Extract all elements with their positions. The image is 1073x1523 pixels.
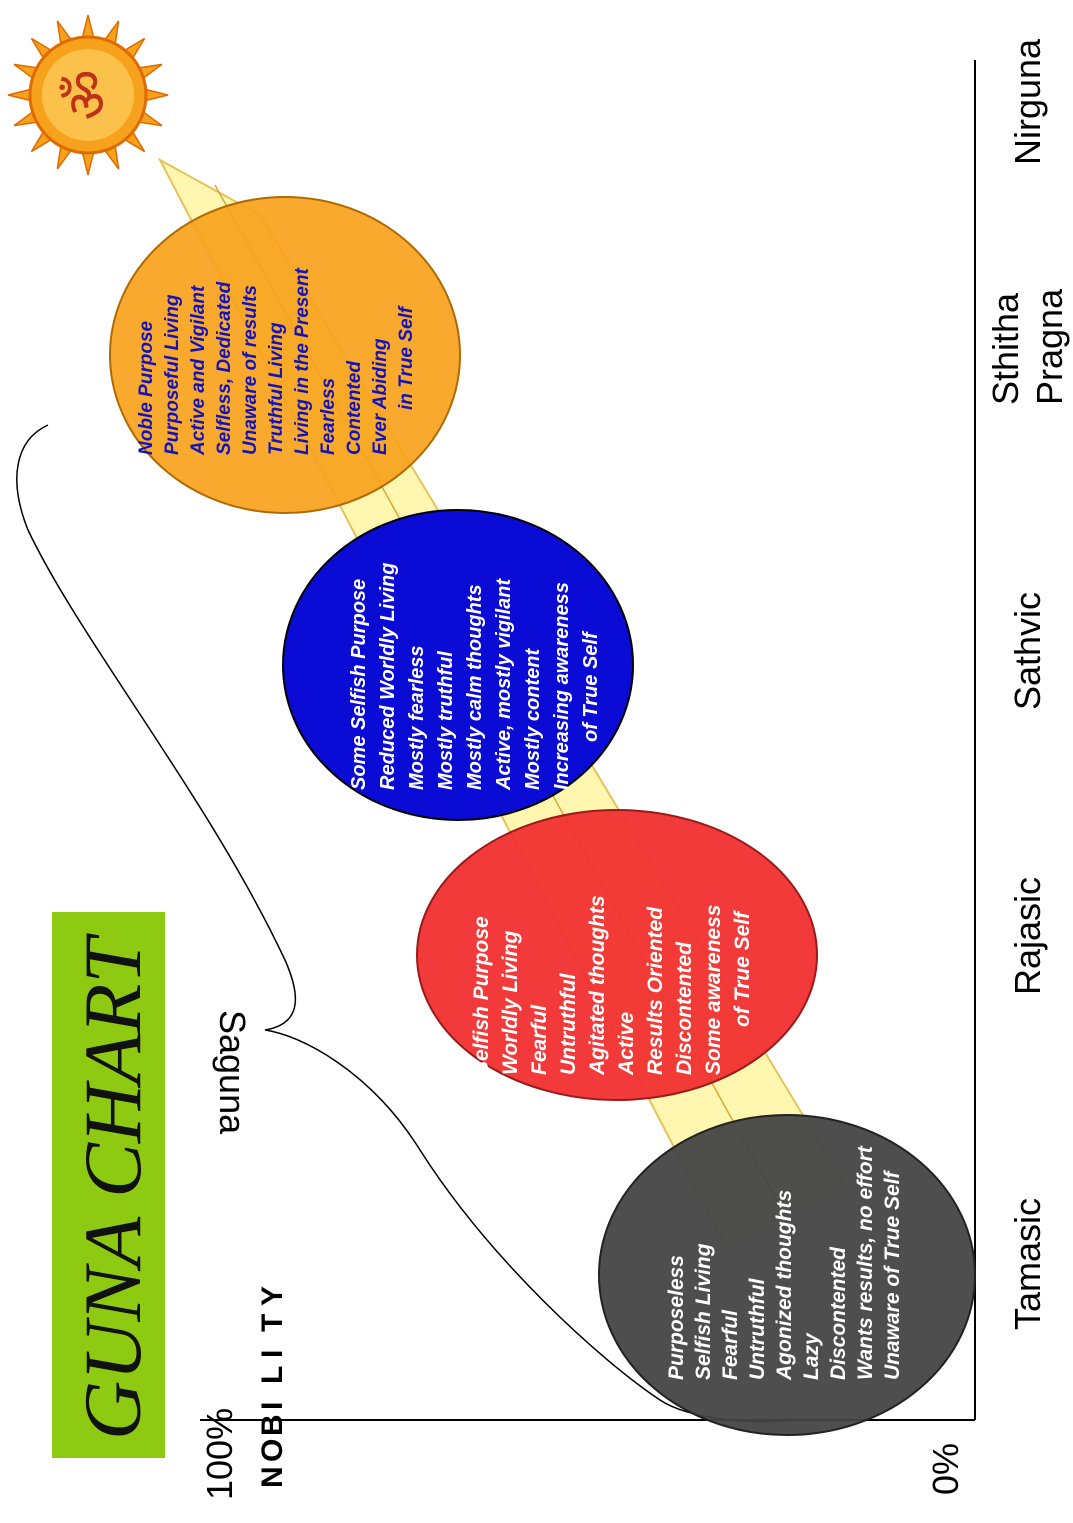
trait-line: Selfless, Dedicated: [214, 281, 235, 455]
trait-line: Lazy: [800, 1332, 823, 1380]
trait-line: Some awareness: [702, 905, 725, 1075]
trait-line: Agitated thoughts: [586, 895, 609, 1076]
y-axis-min-label: 0%: [925, 1443, 966, 1495]
om-symbol: ॐ: [56, 69, 121, 120]
trait-line: Discontented: [673, 941, 696, 1075]
stage-label-sthitha: Sthitha: [985, 292, 1026, 405]
stage-label-sathvic: Sathvic: [1007, 592, 1048, 710]
trait-line: Noble Purpose: [136, 320, 157, 455]
trait-line: Active and Vigilant: [188, 285, 209, 456]
stage-label-tamasic: Tamasic: [1007, 1198, 1048, 1330]
trait-line: Reduced Worldly Living: [377, 563, 399, 790]
trait-line: Fearful: [719, 1309, 742, 1380]
trait-line: Purposeless: [665, 1255, 688, 1380]
trait-line: Purposeful Living: [162, 294, 183, 455]
saguna-label: Saguna: [212, 1010, 253, 1135]
trait-line: Contented: [344, 361, 365, 455]
trait-line: Agonized thoughts: [773, 1190, 796, 1381]
trait-line: Unaware of results: [240, 285, 261, 455]
sathvic-circle: Some Selfish Purpose Reduced Worldly Livi…: [282, 509, 634, 821]
trait-line: Fearless: [318, 378, 339, 455]
x-axis-labels: Tamasic Rajasic Sathvic Sthitha Pragna N…: [985, 38, 1070, 1330]
trait-line: Active: [615, 1012, 638, 1076]
trait-line: Worldly Living: [499, 931, 522, 1075]
trait-line: Discontented: [827, 1246, 850, 1380]
trait-line: Selfish Living: [692, 1243, 715, 1380]
trait-line: Untruthful: [746, 1277, 769, 1380]
trait-line: Unaware of True Self: [881, 1169, 904, 1380]
trait-line: Living in the Present: [292, 267, 313, 455]
y-axis-title: NOBILITY: [256, 1286, 289, 1488]
om-sun-icon: ॐ: [7, 14, 169, 176]
y-axis: 100% 0% NOBILITY: [199, 1286, 966, 1500]
stage-label-rajasic: Rajasic: [1007, 877, 1048, 995]
trait-line: of True Self: [580, 630, 602, 742]
trait-line: Increasing awareness: [551, 582, 573, 790]
stage-label-pragna: Pragna: [1029, 288, 1070, 405]
saguna-brace: [16, 424, 791, 1423]
title-background: [52, 912, 165, 1458]
trait-line: Active, mostly vigilant: [493, 577, 515, 791]
trait-line: in True Self: [396, 305, 417, 410]
trait-line: Selfish Purpose: [470, 916, 493, 1075]
trait-line: of True Self: [731, 910, 754, 1027]
trait-line: Ever Abiding: [370, 338, 391, 455]
trait-line: Mostly fearless: [406, 645, 428, 790]
trait-line: Mostly content: [522, 648, 544, 790]
trait-line: Truthful Living: [266, 322, 287, 455]
trait-line: Untruthful: [557, 972, 580, 1075]
chart-title: GUNA CHART: [67, 933, 158, 1440]
stage-label-nirguna: Nirguna: [1007, 38, 1048, 165]
trait-line: Results Oriented: [644, 906, 667, 1075]
title-block: GUNA CHART: [52, 912, 165, 1458]
y-axis-max-label: 100%: [199, 1408, 240, 1500]
trait-line: Mostly truthful: [435, 651, 457, 790]
sun-inner-disc: [42, 49, 134, 141]
sathvic-traits: Some Selfish Purpose Reduced Worldly Livi…: [348, 563, 602, 791]
trait-line: Fearful: [528, 1004, 551, 1075]
trait-line: Wants results, no effort: [854, 1145, 877, 1380]
trait-line: Some Selfish Purpose: [348, 579, 370, 790]
trait-line: Mostly calm thoughts: [464, 584, 486, 790]
